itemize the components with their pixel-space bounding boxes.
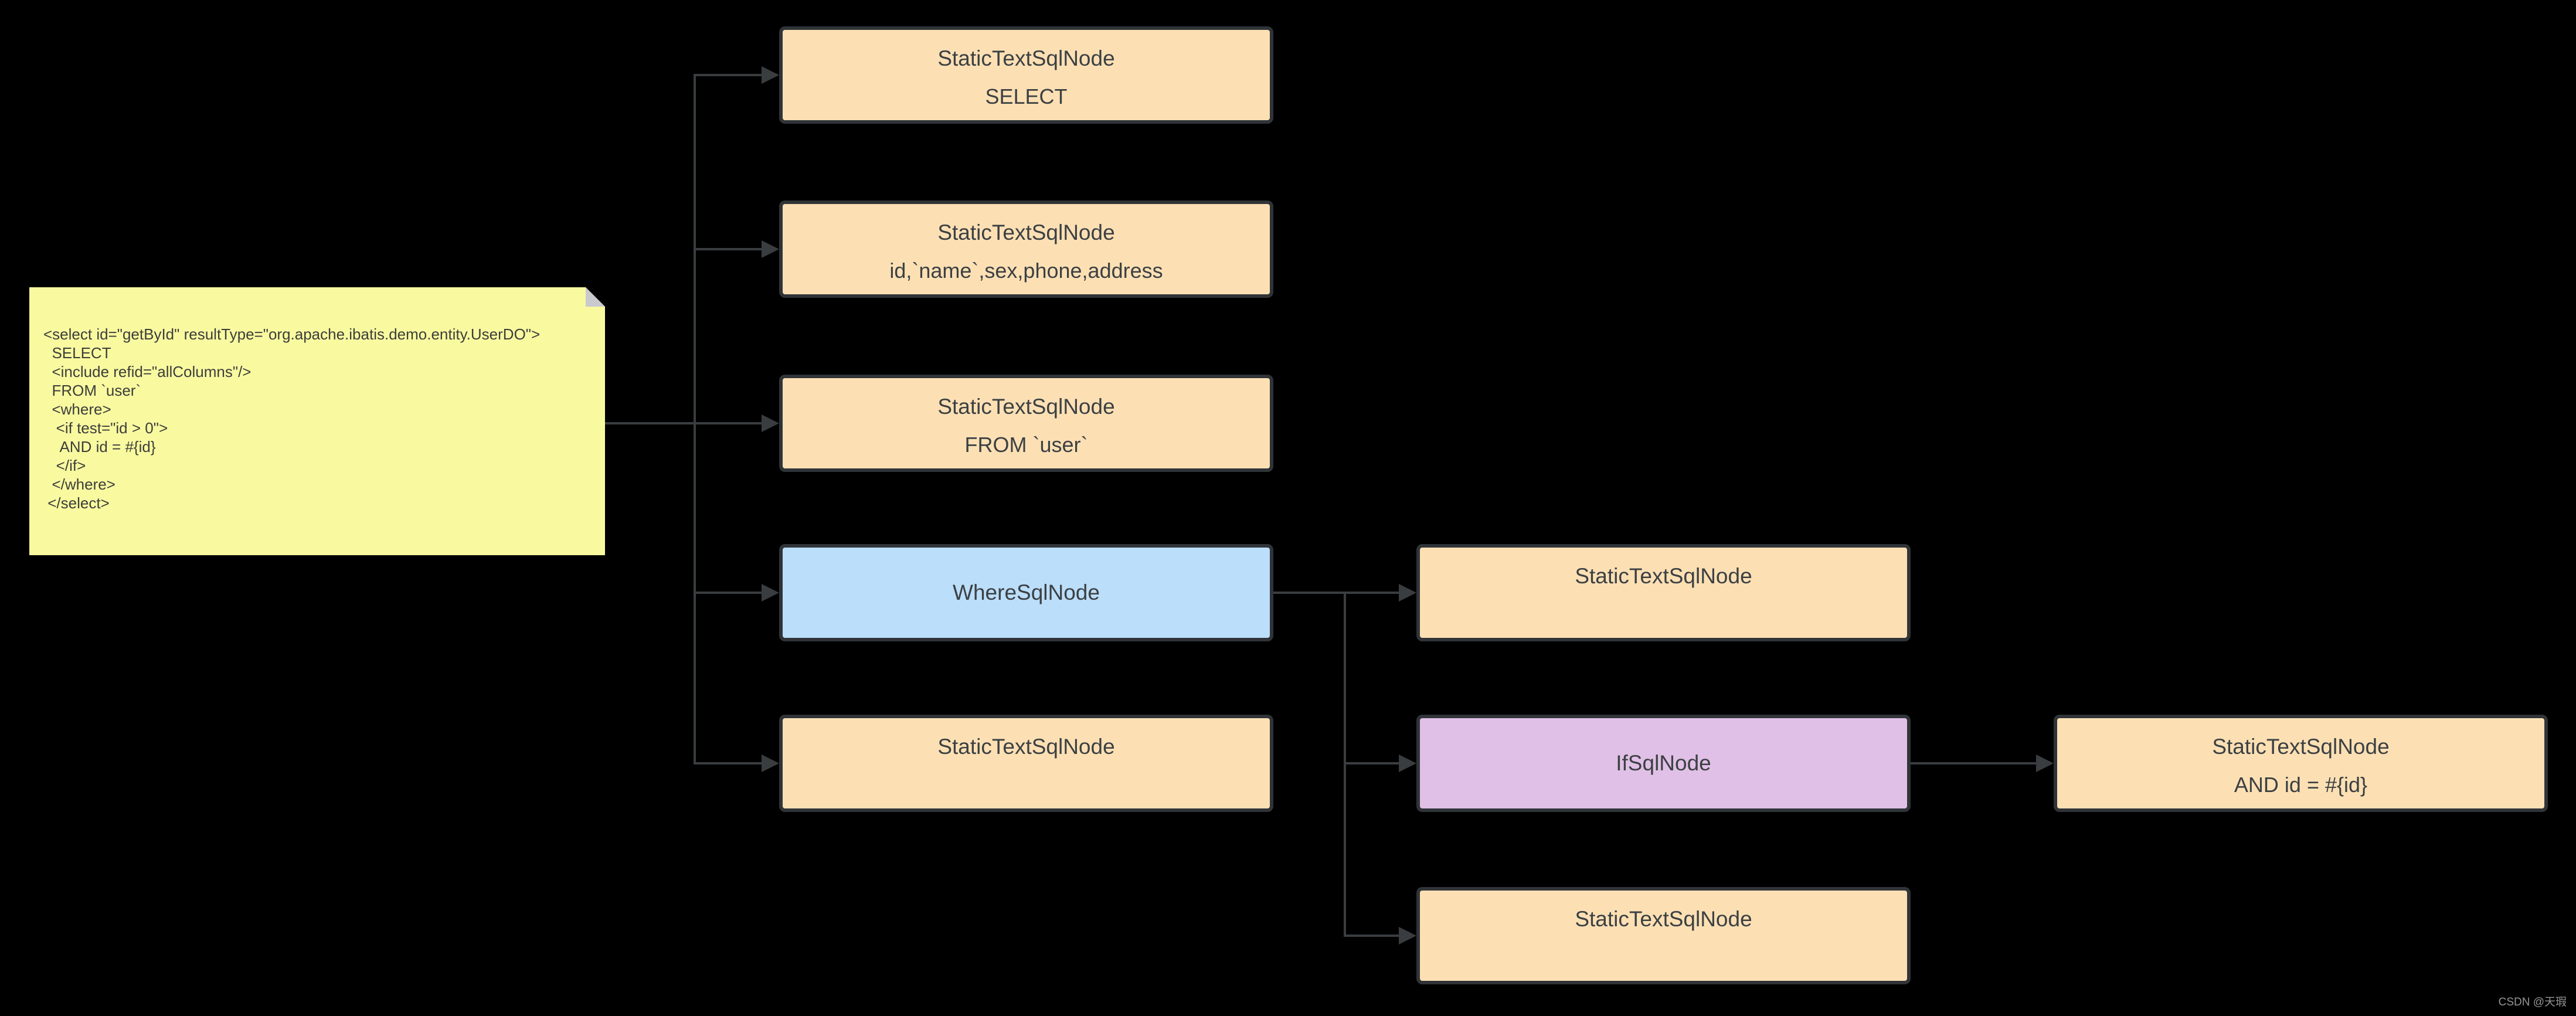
node-text: SELECT [985,84,1068,108]
node-title: StaticTextSqlNode [1575,907,1752,931]
note-fold-corner [586,287,605,307]
sql-xml-note[interactable]: <select id="getById" resultType="org.apa… [29,287,605,555]
node-static-8[interactable]: StaticTextSqlNode [1416,887,1911,984]
connector-left-trunk [694,74,696,764]
node-title: StaticTextSqlNode [937,395,1115,419]
connector-branch-static8 [1344,935,1400,937]
node-text: id,`name`,sex,phone,address [889,259,1163,283]
connector-branch-static6 [1344,592,1400,594]
node-text: AND id = #{id} [2234,773,2368,797]
connector-branch-where [695,592,764,594]
node-title: StaticTextSqlNode [937,220,1115,244]
watermark: CSDN @天瑕 [2498,996,2567,1008]
connector-branch-from [695,422,764,424]
node-text: FROM `user` [964,433,1088,457]
node-title: StaticTextSqlNode [2212,735,2390,759]
arrowhead-static6 [1399,584,1416,602]
node-static-5[interactable]: StaticTextSqlNode [779,715,1273,812]
connector-branch-select [695,74,764,76]
node-title: StaticTextSqlNode [937,735,1115,759]
arrowhead-if [1399,755,1416,772]
node-title: StaticTextSqlNode [937,46,1115,70]
sql-xml-code: <select id="getById" resultType="org.apa… [43,325,541,512]
node-static-from[interactable]: StaticTextSqlNode FROM `user` [779,375,1273,472]
node-title: StaticTextSqlNode [1575,564,1752,588]
node-title: IfSqlNode [1616,751,1711,775]
connector-branch-if [1344,762,1400,764]
connector-branch-columns [695,248,764,250]
arrowhead-static5 [762,755,779,772]
node-if-sql-node[interactable]: IfSqlNode [1416,715,1911,812]
connector-if-to-child [1911,762,2037,764]
arrowhead-and-id [2036,755,2054,772]
connector-where-to-trunk [1273,592,1346,594]
arrowhead-static8 [1399,927,1416,944]
node-where-sql-node[interactable]: WhereSqlNode [779,544,1273,641]
node-static-and-id[interactable]: StaticTextSqlNode AND id = #{id} [2054,715,2548,812]
node-static-select[interactable]: StaticTextSqlNode SELECT [779,26,1273,124]
connector-note-to-trunk [605,422,696,424]
arrowhead-from [762,414,779,432]
node-static-columns[interactable]: StaticTextSqlNode id,`name`,sex,phone,ad… [779,201,1273,298]
arrowhead-columns [762,240,779,258]
connector-branch-static5 [695,762,764,764]
arrowhead-where [762,584,779,602]
node-title: WhereSqlNode [953,580,1100,604]
arrowhead-select [762,66,779,84]
node-static-6[interactable]: StaticTextSqlNode [1416,544,1911,641]
